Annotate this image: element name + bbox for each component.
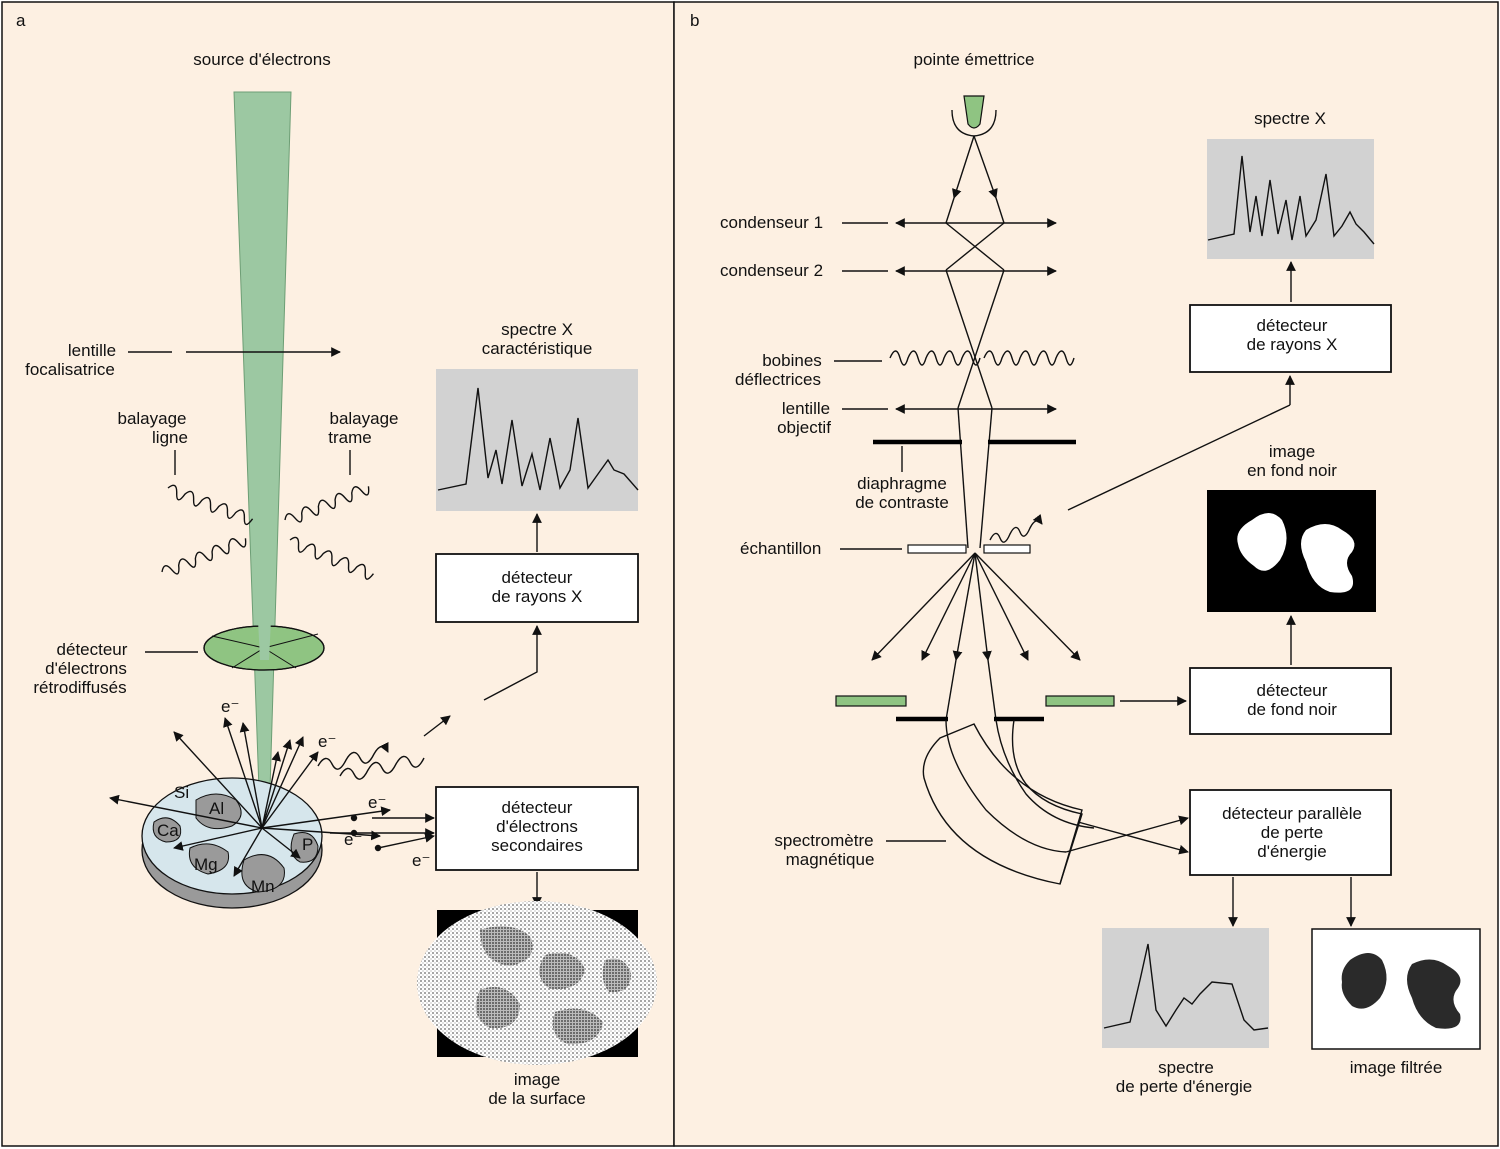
xray-spectrum-icon — [436, 369, 639, 511]
darkfield-detector — [1189, 667, 1392, 735]
secondary-routing — [330, 813, 435, 852]
panel-b: b pointe émettrice condenseur 1 condense… — [690, 11, 1481, 1096]
element-ca: Ca — [157, 821, 179, 840]
xray-detector-b — [1189, 304, 1392, 373]
element-al: Al — [209, 799, 224, 818]
emitted-electrons: e⁻ e⁻ e⁻ e⁻ e⁻ — [109, 697, 430, 877]
xray-emission-icon — [317, 715, 451, 780]
xray-detector-a — [435, 553, 639, 623]
specimen-disc-icon: Si Al Ca Mg Mn P — [141, 777, 323, 909]
xray-detector-b-label-1: détecteur — [1257, 316, 1328, 335]
surface-image-label-2: de la surface — [488, 1089, 585, 1108]
emitter-tip-icon — [951, 95, 997, 137]
panel-b-letter: b — [690, 11, 699, 30]
element-mn: Mn — [251, 877, 275, 896]
xray-wavy-arrow — [989, 514, 1043, 543]
secondary-detector-label-2: d'électrons — [496, 817, 578, 836]
parallel-detector-label-1: détecteur parallèle — [1222, 804, 1362, 823]
source-label: source d'électrons — [193, 50, 330, 69]
element-mg: Mg — [194, 855, 218, 874]
aperture-label-1: diaphragme — [857, 474, 947, 493]
element-p: P — [302, 835, 313, 854]
sample-left — [907, 544, 967, 554]
xray-detector-a-label-1: détecteur — [502, 568, 573, 587]
filtered-image-icon — [1311, 928, 1481, 1050]
darkfield-detector-label-2: de fond noir — [1247, 700, 1337, 719]
deflection-coil-icon — [889, 350, 1075, 366]
xray-spectrum-title-2: caractéristique — [482, 339, 593, 358]
element-si: Si — [174, 783, 189, 802]
scan-coil-icon — [161, 484, 374, 580]
xray-spectrum-b-title: spectre X — [1254, 109, 1326, 128]
objective-label-1: lentille — [782, 399, 830, 418]
electron-symbol-2: e⁻ — [318, 732, 336, 751]
secondary-detector-label-3: secondaires — [491, 836, 583, 855]
scan-frame-label-1: balayage — [329, 409, 398, 428]
spectrometer-icon — [922, 719, 1189, 885]
parallel-detector-label-2: de perte — [1261, 823, 1323, 842]
secondary-detector-label-1: détecteur — [502, 798, 573, 817]
parallel-eels-detector — [1189, 789, 1392, 876]
electron-symbol-4: e⁻ — [344, 830, 362, 849]
scan-line-label-1: balayage — [117, 409, 186, 428]
objective-label-2: objectif — [777, 418, 831, 437]
scan-frame-label-2: trame — [328, 428, 371, 447]
filtered-image-label: image filtrée — [1350, 1058, 1443, 1077]
darkfield-image-label-2: en fond noir — [1247, 461, 1337, 480]
surface-image-label-1: image — [514, 1070, 560, 1089]
eels-spectrum-label-1: spectre — [1158, 1058, 1214, 1077]
xray-spectrum-title-1: spectre X — [501, 320, 573, 339]
condenser2-label: condenseur 2 — [720, 261, 823, 280]
darkfield-plate-right — [1045, 695, 1115, 707]
backscatter-label-3: rétrodiffusés — [33, 678, 126, 697]
eels-spectrum-icon — [1102, 928, 1269, 1048]
scattered-rays — [871, 552, 1081, 721]
lens-label-line2: focalisatrice — [25, 360, 115, 379]
panel-a-letter: a — [16, 11, 26, 30]
backscatter-label-1: détecteur — [57, 640, 128, 659]
tip-label: pointe émettrice — [914, 50, 1035, 69]
electron-symbol-3: e⁻ — [368, 793, 386, 812]
eels-spectrum-label-2: de perte d'énergie — [1116, 1077, 1253, 1096]
sample-right — [983, 544, 1031, 554]
xray-detector-a-label-2: de rayons X — [492, 587, 583, 606]
backscatter-label-2: d'électrons — [45, 659, 127, 678]
deflector-label-1: bobines — [762, 351, 822, 370]
darkfield-image-label-1: image — [1269, 442, 1315, 461]
panel-a: a source d'électrons lentille focalisatr… — [16, 11, 657, 1108]
surface-image-icon — [417, 901, 657, 1065]
sample-label: échantillon — [740, 539, 821, 558]
scan-line-label-2: ligne — [152, 428, 188, 447]
spectrometer-label-1: spectromètre — [774, 831, 873, 850]
darkfield-detector-label-1: détecteur — [1257, 681, 1328, 700]
dark-field-image-icon — [1207, 490, 1376, 612]
condenser1-label: condenseur 1 — [720, 213, 823, 232]
annular-detector-icon — [203, 620, 325, 671]
aperture-label-2: de contraste — [855, 493, 949, 512]
parallel-detector-label-3: d'énergie — [1257, 842, 1326, 861]
secondary-detector — [435, 786, 639, 871]
deflector-label-2: déflectrices — [735, 370, 821, 389]
xray-detector-b-label-2: de rayons X — [1247, 335, 1338, 354]
electron-symbol-5: e⁻ — [412, 851, 430, 870]
electron-symbol-1: e⁻ — [221, 697, 239, 716]
xray-spectrum-b-icon — [1207, 139, 1375, 259]
spectrometer-label-2: magnétique — [786, 850, 875, 869]
darkfield-plate-left — [835, 695, 907, 707]
lens-label-line1: lentille — [68, 341, 116, 360]
